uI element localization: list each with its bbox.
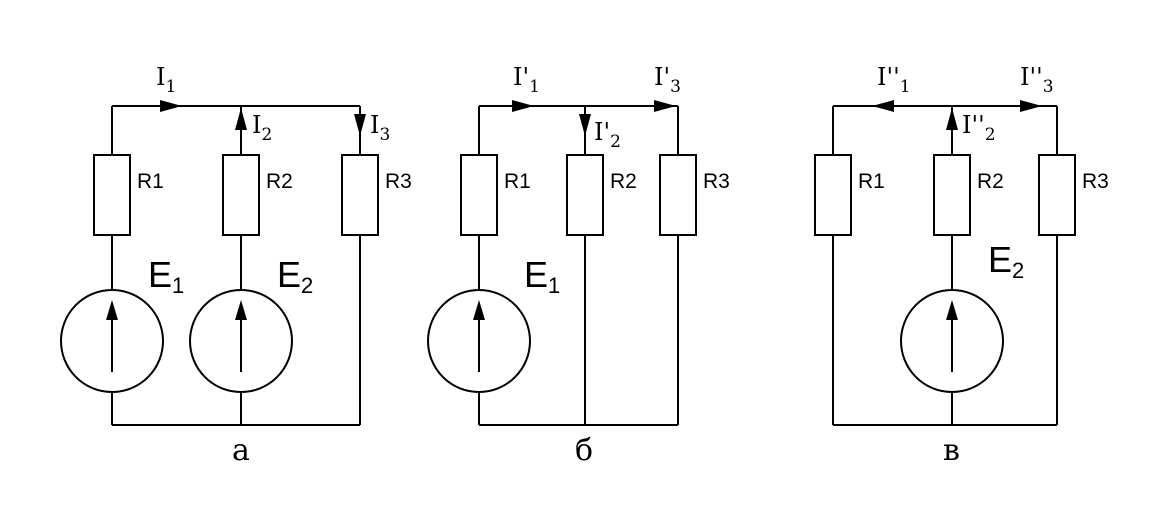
circuit-b-resistor-r3 — [659, 154, 697, 236]
circuit-a-label-e2: E2 — [277, 254, 313, 298]
circuit-c-resistor-r2 — [933, 154, 971, 236]
circuit-b-caption: б — [575, 433, 593, 468]
circuit-a-resistor-r3 — [341, 154, 379, 236]
circuit-c-label-r1: R1 — [858, 170, 885, 193]
circuit-c-caption: в — [943, 433, 960, 468]
circuit-a-arrow-i2 — [235, 108, 247, 130]
circuit-a-arrow-i3 — [354, 114, 366, 136]
circuit-c: I''1 I''2 I''3 R1 R2 R3 E2 в — [814, 63, 1109, 468]
circuit-c-label-r2: R2 — [977, 170, 1004, 193]
circuit-c-resistor-r3 — [1038, 154, 1076, 236]
circuit-c-source-e2 — [900, 289, 1004, 393]
circuit-c-arrow-i1 — [872, 100, 894, 112]
circuit-b-label-r2: R2 — [610, 170, 637, 193]
circuit-a-label-e1: E1 — [148, 254, 184, 298]
circuit-a-source-e1 — [60, 289, 164, 393]
circuit-a-resistor-r1 — [93, 154, 131, 236]
circuit-b-label-r1: R1 — [504, 170, 531, 193]
circuit-a-caption: а — [232, 433, 250, 468]
circuit-c-label-i2: I''2 — [962, 111, 996, 145]
circuit-b-label-e1: E1 — [524, 254, 560, 298]
circuit-a-label-r2: R2 — [266, 170, 293, 193]
circuit-a-resistor-r2 — [222, 154, 260, 236]
circuit-a-label-r3: R3 — [385, 170, 412, 193]
circuit-c-label-i3: I''3 — [1020, 63, 1054, 97]
circuit-b-label-i3: I'3 — [654, 63, 681, 97]
circuit-c-arrow-i2 — [946, 108, 958, 130]
circuit-c-label-i1: I''1 — [877, 63, 911, 97]
circuit-a-label-i2: I2 — [252, 111, 272, 145]
circuit-b-label-i2: I'2 — [594, 118, 621, 152]
circuit-b-arrow-i1 — [512, 100, 534, 112]
circuit-a-source-e2 — [189, 289, 293, 393]
circuit-b-source-e1 — [427, 289, 531, 393]
circuit-b-resistor-r2 — [566, 154, 604, 236]
circuit-b-label-r3: R3 — [703, 170, 730, 193]
circuit-c-label-r3: R3 — [1082, 170, 1109, 193]
circuit-b-arrow-i3 — [654, 100, 676, 112]
circuit-a-label-r1: R1 — [137, 170, 164, 193]
circuit-a: I1 I2 I3 R1 R2 R3 E1 E2 а — [60, 63, 412, 468]
circuit-c-arrow-i3 — [1020, 100, 1042, 112]
circuit-a-label-i1: I1 — [156, 63, 176, 97]
circuit-b-label-i1: I'1 — [513, 63, 540, 97]
circuit-a-label-i3: I3 — [370, 111, 390, 145]
circuit-a-arrow-i1 — [160, 100, 182, 112]
circuit-c-wires — [832, 105, 1058, 426]
circuit-b-resistor-r1 — [460, 154, 498, 236]
circuit-b-arrow-i2 — [579, 114, 591, 136]
circuit-c-label-e2: E2 — [988, 239, 1024, 283]
circuit-b: I'1 I'2 I'3 R1 R2 R3 E1 б — [427, 63, 730, 468]
circuit-c-resistor-r1 — [814, 154, 852, 236]
